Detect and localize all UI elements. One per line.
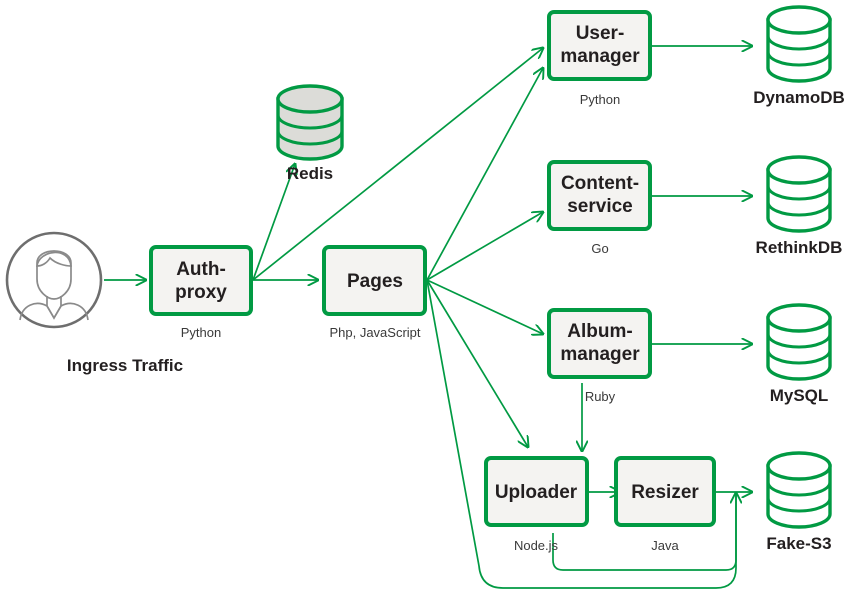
album-manager-label-line1: Album- xyxy=(567,321,632,342)
auth-proxy-tech-label: Python xyxy=(181,325,221,340)
datastore-rethinkdb[interactable] xyxy=(766,155,832,233)
user-manager-label-line2: manager xyxy=(560,46,640,67)
mysql-label: MySQL xyxy=(770,386,829,405)
node-content-service[interactable]: Content- service xyxy=(547,160,652,231)
node-auth-proxy[interactable]: Auth- proxy xyxy=(149,245,253,316)
dynamodb-label: DynamoDB xyxy=(753,88,845,107)
user-avatar-icon xyxy=(5,231,103,329)
content-service-label-line2: service xyxy=(567,196,633,217)
uploader-label-line1: Uploader xyxy=(495,482,578,503)
ingress-caption: Ingress Traffic xyxy=(67,356,183,375)
node-user-manager[interactable]: User- manager xyxy=(547,10,652,81)
datastore-dynamodb[interactable] xyxy=(766,5,832,83)
pages-tech-label: Php, JavaScript xyxy=(329,325,420,340)
node-uploader[interactable]: Uploader xyxy=(484,456,589,527)
avatar-collar-icon xyxy=(46,305,62,320)
edge-pages-to-fake-s3 xyxy=(426,279,736,589)
resizer-label-line1: Resizer xyxy=(631,482,699,503)
datastore-redis[interactable] xyxy=(276,84,344,161)
content-service-tech-label: Go xyxy=(591,241,608,256)
node-pages[interactable]: Pages xyxy=(322,245,427,316)
avatar-hair-icon xyxy=(36,251,72,267)
node-album-manager[interactable]: Album- manager xyxy=(547,308,652,379)
redis-label: Redis xyxy=(287,164,333,183)
edge-pages-to-uploader xyxy=(426,279,528,447)
ingress-avatar-group xyxy=(5,231,103,329)
edge-auth-proxy-to-redis xyxy=(252,164,295,281)
rethinkdb-label: RethinkDB xyxy=(756,238,843,257)
album-manager-tech-label: Ruby xyxy=(585,389,616,404)
edge-auth-proxy-to-user-manager xyxy=(252,48,543,281)
album-manager-label-line2: manager xyxy=(560,344,640,365)
auth-proxy-label-line2: proxy xyxy=(175,282,227,303)
node-resizer[interactable]: Resizer xyxy=(614,456,716,527)
datastore-fake-s3[interactable] xyxy=(766,451,832,529)
user-manager-tech-label: Python xyxy=(580,92,620,107)
resizer-tech-label: Java xyxy=(651,538,679,553)
pages-label-line1: Pages xyxy=(347,271,403,292)
auth-proxy-label-line1: Auth- xyxy=(176,259,226,280)
content-service-label-line1: Content- xyxy=(561,173,639,194)
edge-pages-to-user-manager xyxy=(426,68,543,281)
avatar-neck-icon xyxy=(46,296,62,306)
uploader-tech-label: Node.js xyxy=(514,538,559,553)
user-manager-label-line1: User- xyxy=(576,23,625,44)
fake-s3-label: Fake-S3 xyxy=(766,534,831,553)
edge-uploader-to-fake-s3 xyxy=(552,493,737,571)
edge-pages-to-content-service xyxy=(426,212,543,281)
edge-pages-to-album-manager xyxy=(426,279,543,334)
datastore-mysql[interactable] xyxy=(766,303,832,381)
avatar-head-icon xyxy=(36,250,72,300)
